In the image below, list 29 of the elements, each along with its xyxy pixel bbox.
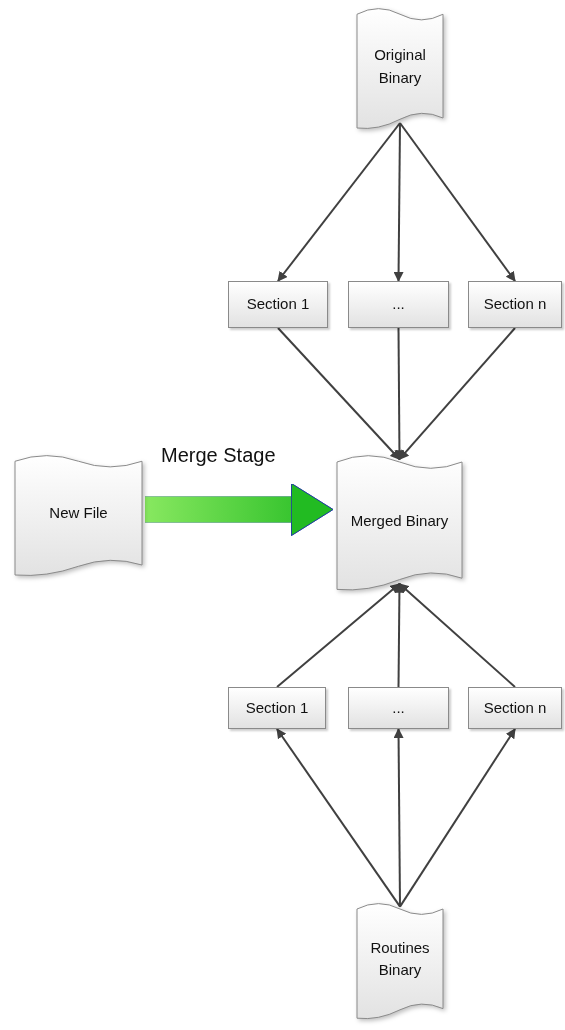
arrow bbox=[398, 327, 516, 461]
node-label: Section n bbox=[483, 697, 547, 718]
node-label: New File bbox=[48, 503, 109, 524]
node-label: Section n bbox=[483, 294, 547, 315]
arrow bbox=[277, 122, 401, 282]
block-arrow bbox=[145, 483, 334, 536]
arrow bbox=[393, 122, 404, 282]
arrow bbox=[394, 327, 405, 461]
process-box bbox=[348, 687, 449, 729]
process-box bbox=[348, 281, 449, 328]
arrow bbox=[277, 327, 401, 461]
arrow bbox=[394, 582, 405, 688]
arrow bbox=[276, 728, 401, 908]
process-box bbox=[468, 687, 562, 729]
node-label: Section 1 bbox=[245, 697, 309, 718]
node-label: ... bbox=[392, 294, 405, 315]
node-label: Merged Binary bbox=[349, 510, 450, 531]
node-label: Section 1 bbox=[246, 294, 310, 315]
arrow bbox=[276, 582, 401, 688]
process-box bbox=[228, 281, 328, 328]
arrow bbox=[399, 122, 516, 282]
arrow bbox=[398, 582, 516, 688]
arrow bbox=[399, 728, 516, 908]
process-box bbox=[468, 281, 562, 328]
node-label: ... bbox=[392, 697, 405, 718]
node-label: Routines Binary bbox=[369, 937, 431, 980]
arrow bbox=[393, 728, 404, 908]
node-label: Original Binary bbox=[373, 45, 427, 88]
process-box bbox=[228, 687, 326, 729]
